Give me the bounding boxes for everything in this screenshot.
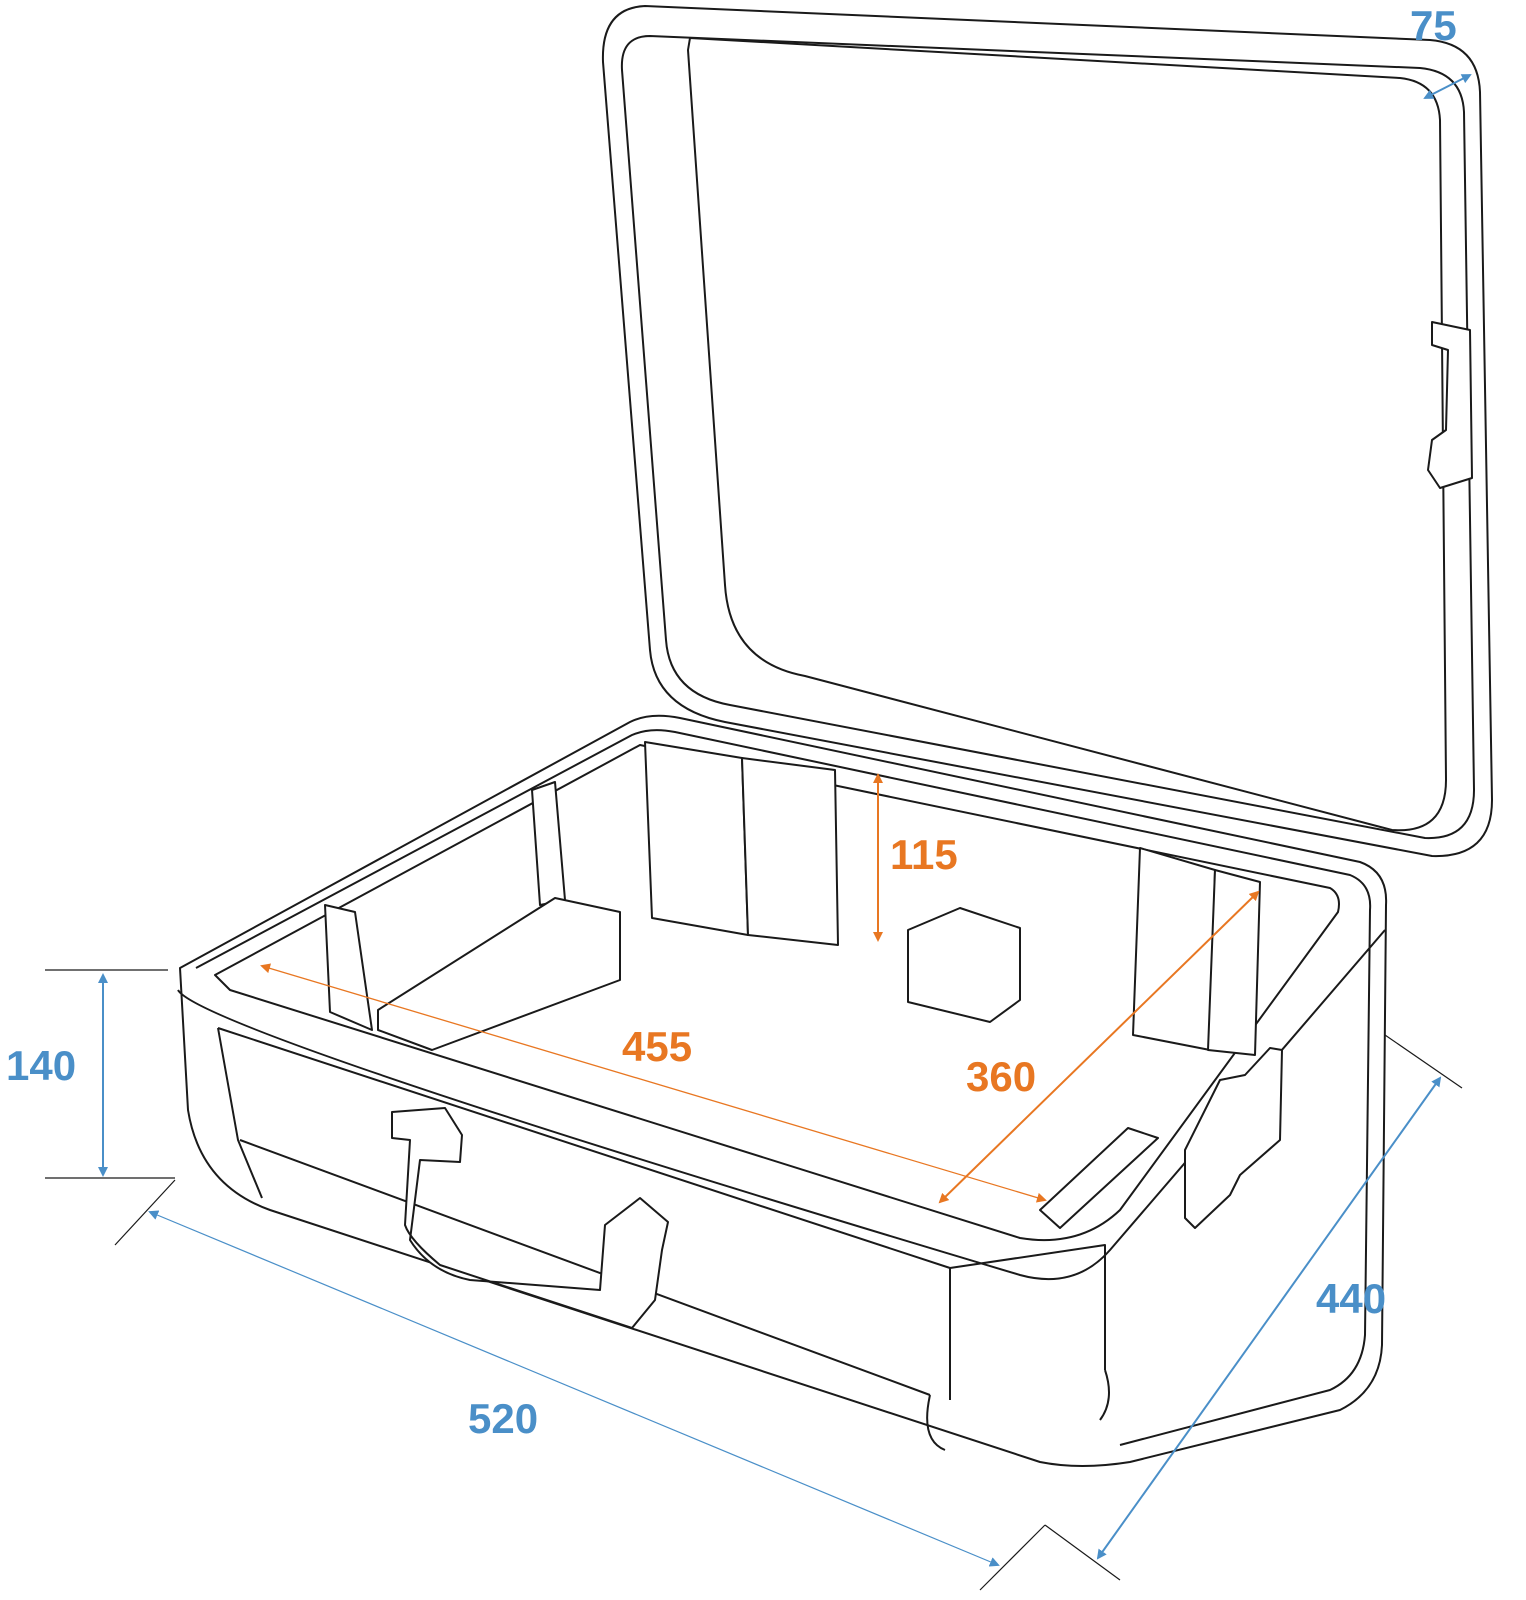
outer-width-label: 520 [468,1395,539,1442]
outer-depth-label: 440 [1316,1275,1387,1322]
inner-width-label: 455 [622,1023,693,1070]
outer-dimension-lines [98,74,1472,1567]
inner-dimension-lines [260,773,1260,1204]
inner-depth-label: 360 [966,1053,1037,1100]
lid-latch [1427,321,1473,489]
case-base [177,714,1388,1467]
lid-depth-label: 75 [1410,2,1457,49]
outer-height-label: 140 [6,1042,77,1089]
inner-height-label: 115 [890,831,958,878]
extension-lines [45,969,1463,1591]
case-lid [601,5,1493,858]
